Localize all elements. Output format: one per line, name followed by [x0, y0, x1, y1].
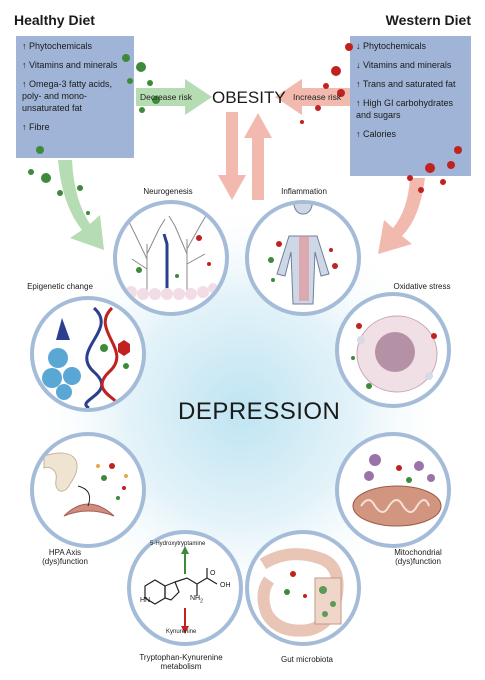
western-item: ↑ Trans and saturated fat — [356, 79, 456, 89]
healthy-item: ↑ Omega-3 fatty acids, poly- and mono-un… — [22, 79, 113, 113]
western-item: ↓ Phytochemicals — [356, 41, 427, 51]
hpa-circle — [30, 432, 146, 548]
epigenetic-label: Epigenetic change — [27, 282, 93, 291]
depression-label: DEPRESSION — [178, 398, 341, 425]
increase-risk-arrow — [275, 79, 350, 115]
neurogenesis-label: Neurogenesis — [143, 187, 193, 196]
inflammation-label: Inflammation — [281, 187, 327, 196]
hydroxytryptamine-label: 5-Hydroxytryptamine — [150, 541, 206, 547]
mitochondrion-illustration — [352, 454, 442, 527]
increase-risk-label: Increase risk — [293, 92, 342, 102]
hpa-label: HPA Axis (dys)function — [42, 548, 88, 566]
obesity-label: OBESITY — [212, 88, 286, 107]
healthy-item: ↑ Fibre — [22, 122, 50, 132]
oxidative-label: Oxidative stress — [393, 282, 451, 291]
healthy-item: ↑ Vitamins and minerals — [22, 60, 118, 70]
up-arrow — [244, 113, 272, 200]
western-item: ↓ Vitamins and minerals — [356, 60, 452, 70]
mito-circle — [335, 432, 451, 548]
nh2-label: NH2 — [190, 595, 203, 605]
neuron-illustration — [125, 213, 218, 300]
healthy-diet-title: Healthy Diet — [14, 12, 95, 28]
kynurenine-label: Kynurenine — [166, 629, 197, 635]
down-arrow — [218, 112, 246, 200]
decrease-risk-arrow — [136, 79, 212, 115]
o-label: O — [210, 570, 216, 577]
western-item: ↑ High GI carbohydrates and sugars — [356, 98, 454, 120]
dna-illustration — [42, 306, 130, 408]
oh-label: OH — [220, 582, 231, 589]
gut-circle — [245, 530, 361, 646]
intestine-illustration — [257, 548, 344, 637]
oxidative-circle — [335, 292, 451, 408]
gut-label: Gut microbiota — [280, 655, 334, 664]
body-illustration — [268, 204, 338, 305]
western-to-oxidative-arrow — [378, 178, 425, 254]
healthy-dots — [28, 54, 160, 215]
healthy-diet-box: ↑ Phytochemicals ↑ Vitamins and minerals… — [16, 36, 134, 158]
hn-label: HN — [140, 597, 151, 604]
tryptophan-label: Tryptophan-Kynurenine metabolism — [139, 653, 223, 671]
western-dots — [300, 43, 462, 193]
neurogenesis-circle — [113, 200, 229, 316]
western-item: ↑ Calories — [356, 129, 397, 139]
tryptophan-circle — [127, 530, 243, 646]
decrease-risk-label: Decrease risk — [140, 92, 192, 102]
cell-illustration — [351, 315, 438, 393]
western-diet-title: Western Diet — [385, 12, 471, 28]
healthy-to-epigenetic-arrow — [58, 160, 104, 250]
adrenal-illustration — [43, 452, 128, 517]
tryptophan-structure — [144, 546, 218, 634]
healthy-item: ↑ Phytochemicals — [22, 41, 93, 51]
western-diet-box: ↓ Phytochemicals ↓ Vitamins and minerals… — [350, 36, 471, 176]
epigenetic-circle — [30, 296, 146, 412]
inflammation-circle — [245, 200, 361, 316]
mito-label: Mitochondrial (dys)function — [394, 548, 442, 566]
